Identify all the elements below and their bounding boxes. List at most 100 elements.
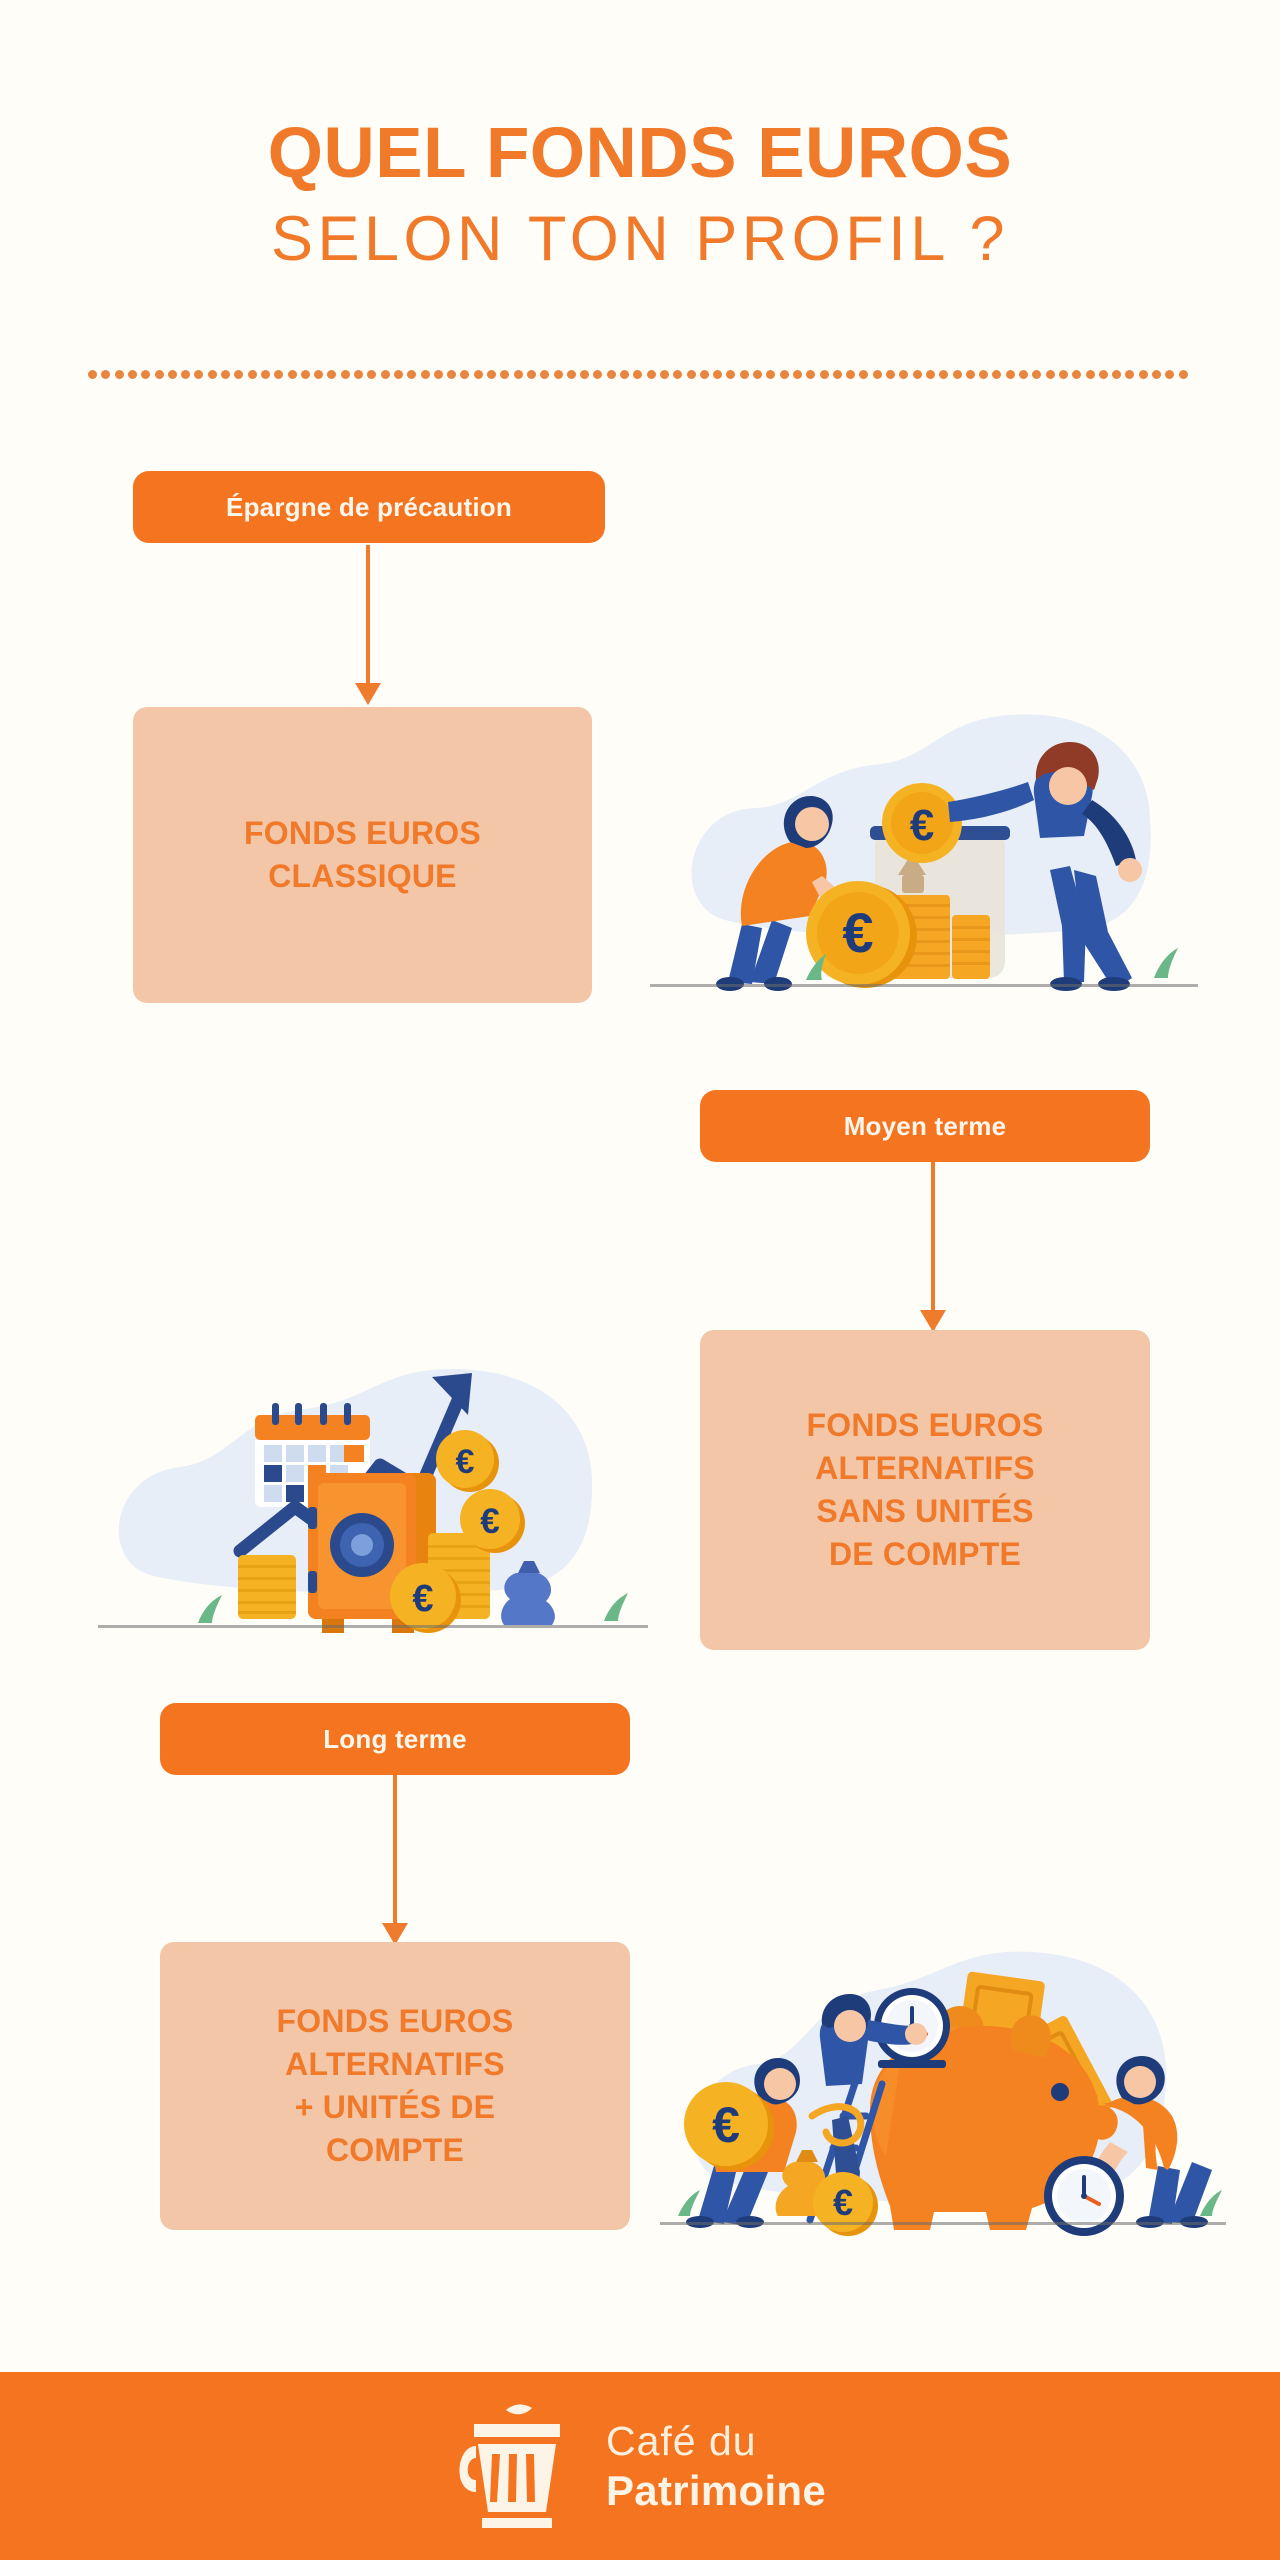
divider-dot (1125, 370, 1135, 379)
divider-dot (314, 370, 324, 379)
divider-dot (699, 370, 709, 379)
pill-label: Moyen terme (843, 1110, 1007, 1141)
divider-dot (766, 370, 776, 379)
divider-dot (992, 370, 1002, 379)
brand-name: Café du Patrimoine (605, 2420, 827, 2514)
divider-dot (540, 370, 550, 379)
divider-dot (753, 370, 762, 379)
divider-dot (473, 370, 483, 379)
divider-dot (367, 370, 377, 379)
page-title-line1: QUEL FONDS EUROS (267, 114, 1013, 193)
divider-dot (886, 370, 895, 379)
divider-dot (274, 370, 284, 379)
divider-dot (673, 370, 683, 379)
divider-dot (739, 370, 749, 379)
svg-text:€: € (480, 1502, 499, 1541)
svg-text:€: € (412, 1578, 433, 1620)
divider-dot (859, 370, 869, 379)
divider-dot (526, 370, 536, 379)
pill-epargne-de-precaution[interactable]: Épargne de précaution (133, 471, 605, 543)
divider-dot (1165, 370, 1175, 379)
divider-dot (1085, 370, 1095, 379)
dotted-divider (88, 370, 1196, 380)
divider-dot (327, 370, 337, 379)
divider-dot (593, 370, 603, 379)
card-fonds-euros-classique: FONDS EUROS CLASSIQUE (133, 707, 592, 1003)
divider-dot (872, 370, 882, 379)
divider-dot (792, 370, 802, 379)
divider-dot (1072, 370, 1082, 379)
card-fonds-euros-alternatifs-plus-uc: FONDS EUROS ALTERNATIFS + UNITÉS DE COMP… (160, 1942, 630, 2230)
page-title-line2: SELON TON PROFIL ? (270, 204, 1010, 274)
divider-dot (101, 370, 111, 379)
divider-dot (1098, 370, 1108, 379)
divider-dot (726, 370, 736, 379)
card-label: FONDS EUROS ALTERNATIFS SANS UNITÉS DE C… (806, 1407, 1044, 1572)
safe-calendar-growth-illustration: € € € (80, 1355, 660, 1645)
footer-brand-bar: Café du Patrimoine (0, 2372, 1280, 2560)
divider-dot (965, 370, 975, 379)
page-header: QUEL FONDS EUROS SELON TON PROFIL ? (0, 118, 1280, 271)
svg-text:€: € (456, 1443, 475, 1481)
pill-label: Long terme (323, 1723, 467, 1754)
divider-dot (659, 370, 669, 379)
divider-dot (380, 370, 390, 379)
pill-label: Épargne de précaution (226, 491, 512, 522)
divider-dot (952, 370, 962, 379)
pill-moyen-terme[interactable]: Moyen terme (700, 1090, 1150, 1162)
divider-dot (819, 370, 829, 379)
svg-text:€: € (842, 901, 873, 964)
divider-dot (925, 370, 935, 379)
brand-line-patrimoine: Patrimoine (605, 2466, 827, 2514)
divider-dot (127, 370, 137, 379)
divider-dot (500, 370, 510, 379)
divider-dot (1032, 370, 1042, 379)
pill-long-terme[interactable]: Long terme (160, 1703, 630, 1775)
divider-dot (234, 370, 244, 379)
divider-dot (167, 370, 177, 379)
divider-dot (1045, 370, 1055, 379)
card-label: FONDS EUROS ALTERNATIFS + UNITÉS DE COMP… (276, 2003, 514, 2168)
svg-text:€: € (712, 2097, 740, 2153)
divider-dot (912, 370, 922, 379)
divider-dot (513, 370, 523, 379)
divider-dot (114, 370, 124, 379)
divider-dot (553, 370, 563, 379)
divider-dot (939, 370, 949, 379)
divider-dot (1019, 370, 1028, 379)
divider-dot (1178, 370, 1188, 379)
divider-dot (88, 370, 97, 379)
divider-dot (633, 370, 643, 379)
divider-dot (420, 370, 430, 379)
divider-dot (806, 370, 816, 379)
divider-dot (354, 370, 363, 379)
divider-dot (393, 370, 403, 379)
divider-dot (433, 370, 443, 379)
divider-dot (580, 370, 590, 379)
divider-dot (846, 370, 856, 379)
svg-text:€: € (833, 2182, 853, 2223)
divider-dot (287, 370, 297, 379)
divider-dot (487, 370, 496, 379)
divider-dot (1138, 370, 1148, 379)
divider-dot (194, 370, 204, 379)
divider-dot (300, 370, 310, 379)
divider-dot (1112, 370, 1122, 379)
divider-dot (606, 370, 616, 379)
divider-dot (832, 370, 842, 379)
divider-dot (407, 370, 417, 379)
divider-dot (340, 370, 350, 379)
divider-dot (1058, 370, 1068, 379)
divider-dot (979, 370, 989, 379)
divider-dot (141, 370, 151, 379)
divider-dot (460, 370, 470, 379)
divider-dot (154, 370, 164, 379)
card-fonds-euros-alternatifs-sans-uc: FONDS EUROS ALTERNATIFS SANS UNITÉS DE C… (700, 1330, 1150, 1650)
divider-dot (566, 370, 576, 379)
savings-jar-couple-illustration: € € (630, 690, 1210, 1015)
divider-dot (779, 370, 789, 379)
divider-dot (1152, 370, 1161, 379)
arrow-section-3 (382, 1775, 408, 1945)
divider-dot (260, 370, 270, 379)
